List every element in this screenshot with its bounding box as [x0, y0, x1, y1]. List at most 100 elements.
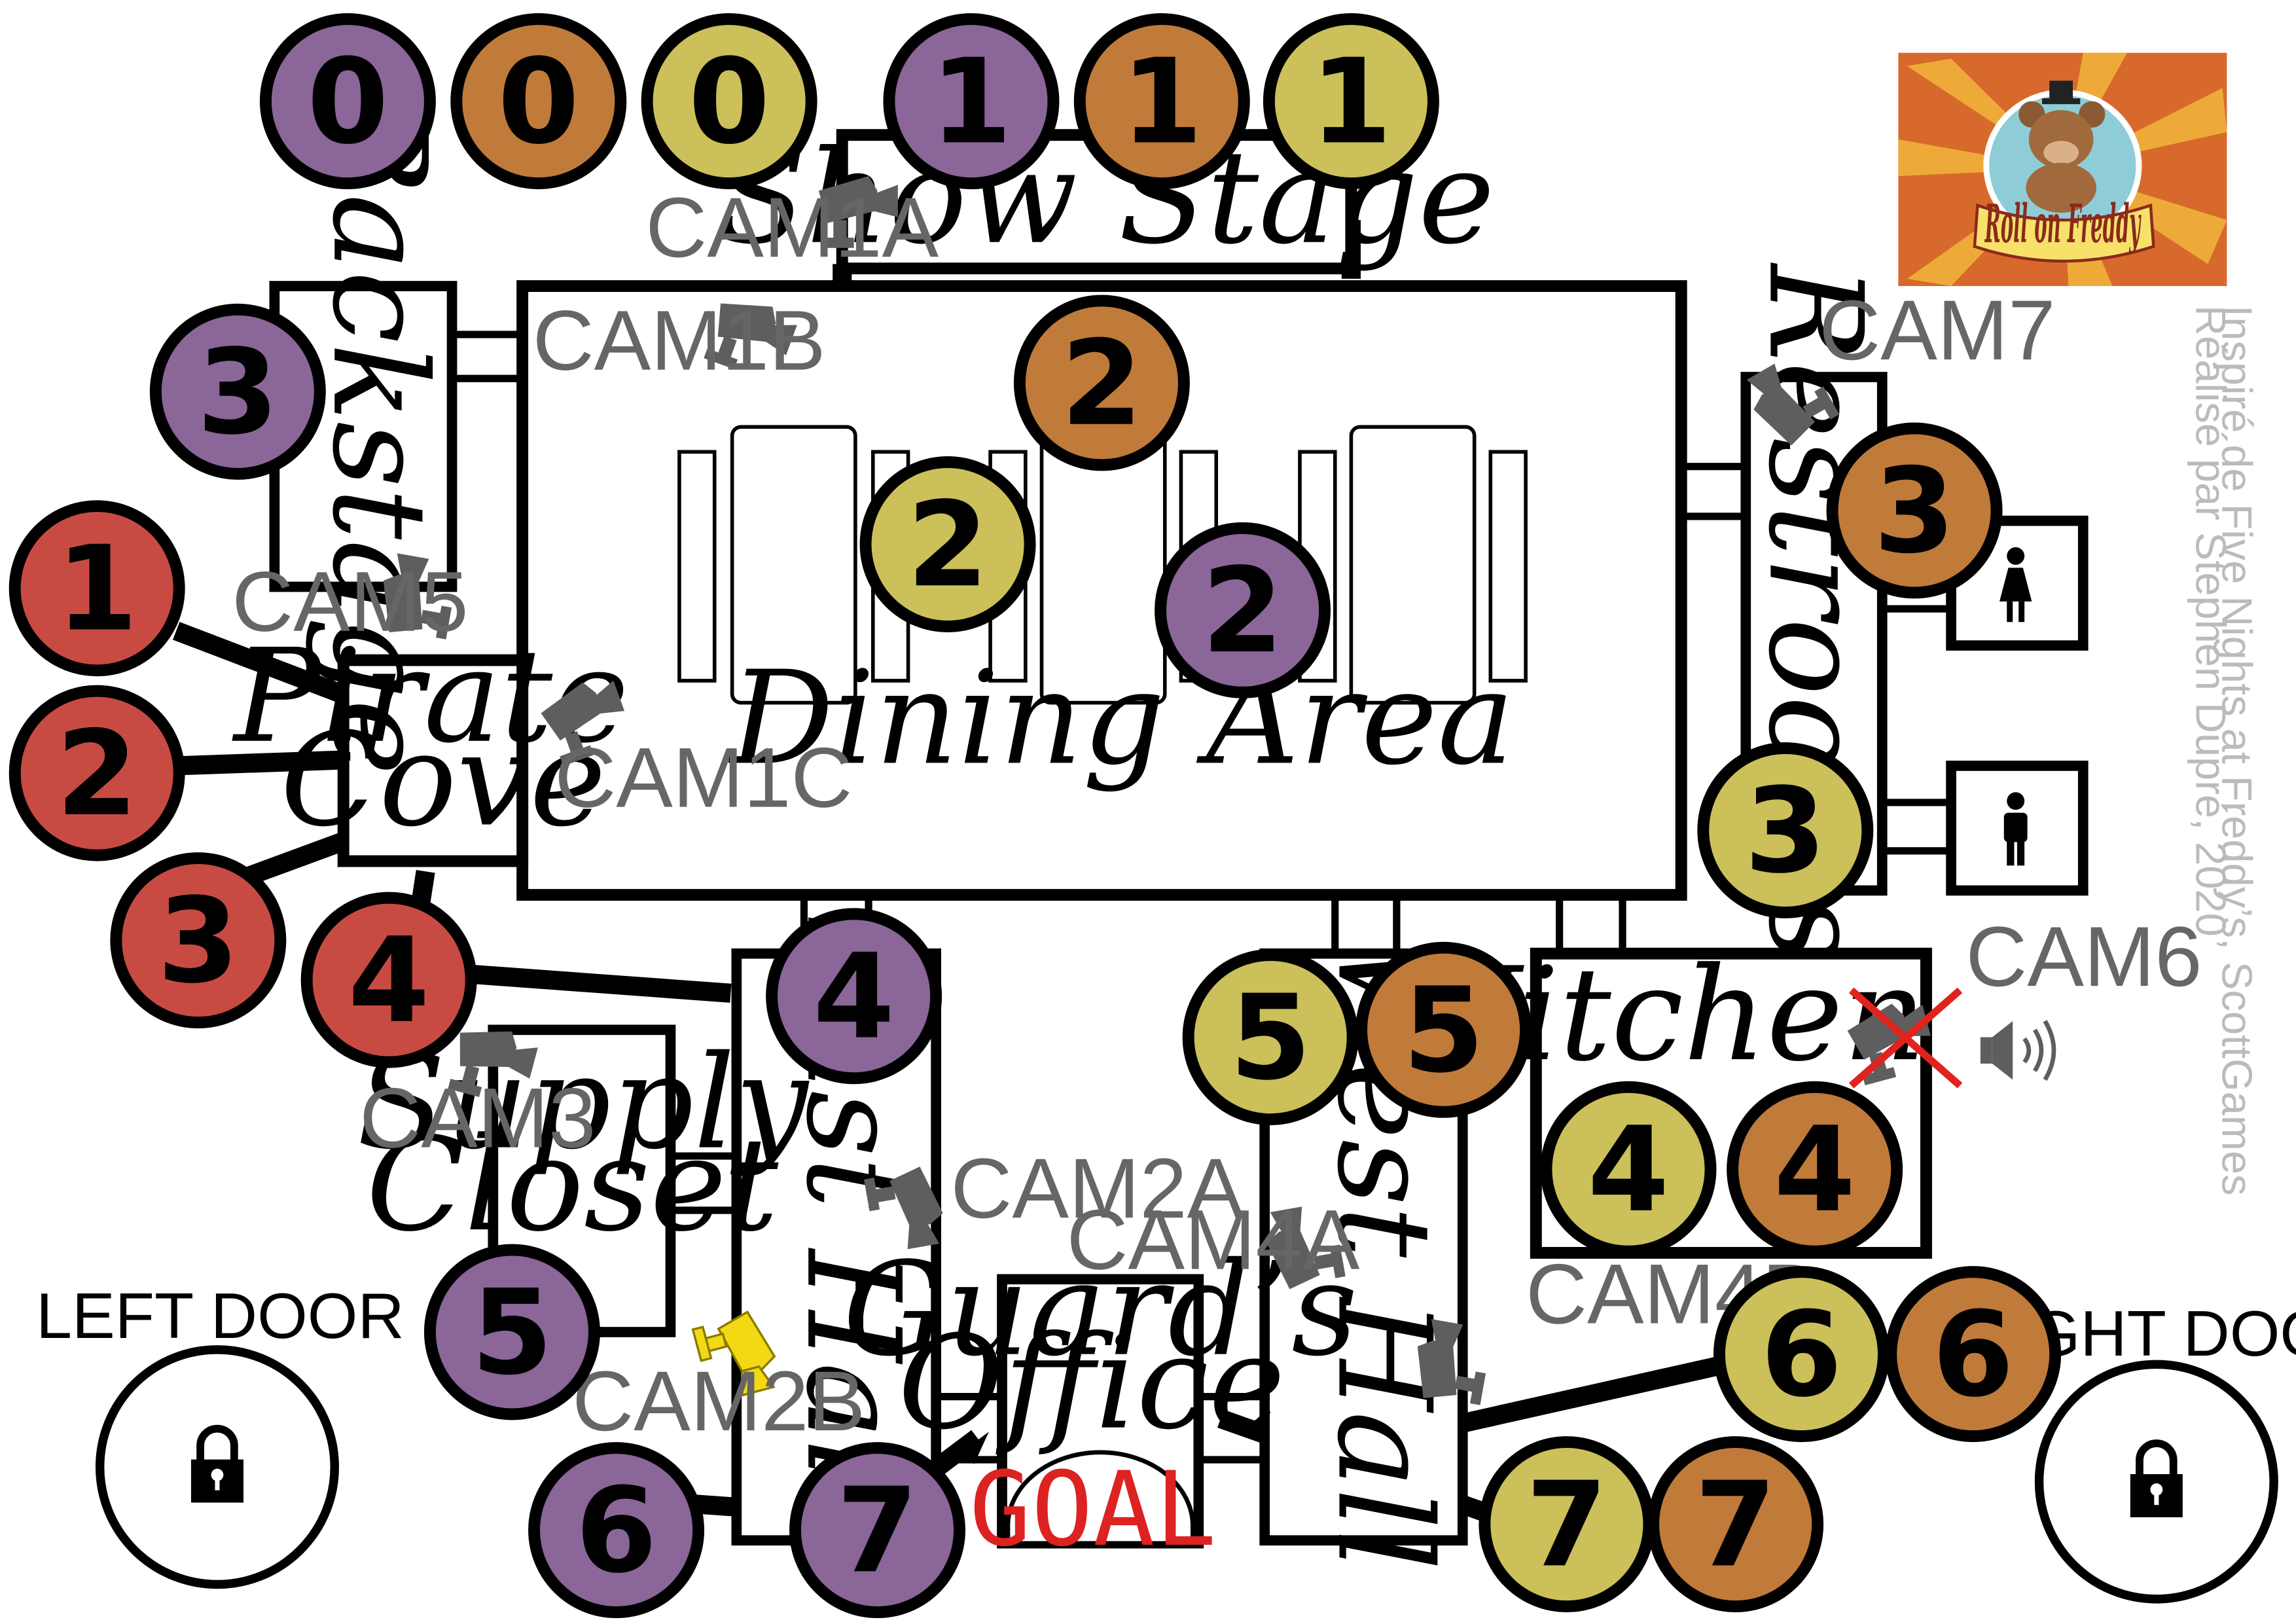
- cam3-label[interactable]: CAM3: [359, 1070, 596, 1166]
- token-purple-0[interactable]: 0: [259, 13, 436, 190]
- svg-text:6: 6: [1761, 1287, 1842, 1423]
- svg-text:1: 1: [931, 34, 1013, 170]
- token-yellow-2[interactable]: 2: [859, 456, 1036, 632]
- speaker-icon: [1980, 1020, 2056, 1081]
- cam5-label[interactable]: CAM5: [232, 554, 468, 649]
- cross-out-icon: [1848, 987, 1963, 1089]
- token-red-3[interactable]: 3: [110, 852, 287, 1029]
- dining-area-label: Dining Area: [728, 643, 1515, 793]
- security-camera-icon[interactable]: [691, 1308, 781, 1403]
- supply-closet-label-line2: Closet: [366, 1110, 779, 1260]
- token-yellow-5[interactable]: 5: [1182, 949, 1359, 1125]
- path-foxy4-easthall: [469, 964, 732, 1003]
- dining-bench: [677, 450, 717, 683]
- svg-text:2: 2: [1202, 543, 1283, 679]
- cam1a-label[interactable]: CAM1A: [645, 179, 939, 275]
- svg-text:7: 7: [836, 1463, 918, 1599]
- token-purple-6[interactable]: 6: [528, 1442, 705, 1619]
- token-orange-6[interactable]: 6: [1885, 1266, 2062, 1443]
- svg-text:3: 3: [1874, 444, 1956, 580]
- credit-line-2: Réalisé par Stephen Dupré, 2020: [2187, 305, 2234, 937]
- token-yellow-3[interactable]: 3: [1697, 742, 1874, 918]
- svg-text:4: 4: [813, 929, 895, 1066]
- room-labels: Show Stage Dining Area Backstage Pirate …: [232, 97, 1926, 1570]
- svg-text:0: 0: [497, 34, 579, 170]
- token-orange-3[interactable]: 3: [1826, 422, 2003, 599]
- left-door[interactable]: LEFT DOOR: [36, 1280, 404, 1589]
- token-orange-4[interactable]: 4: [1727, 1081, 1903, 1257]
- cam2a-label[interactable]: CAM2A: [951, 1140, 1244, 1236]
- cam7-label[interactable]: CAM7: [1819, 282, 2055, 378]
- token-purple-4[interactable]: 4: [766, 908, 942, 1085]
- backstage-label: Backstage: [304, 97, 454, 775]
- token-purple-5[interactable]: 5: [423, 1244, 600, 1420]
- svg-text:2: 2: [56, 706, 138, 842]
- cam6-label[interactable]: CAM6: [1965, 909, 2202, 1004]
- token-orange-1[interactable]: 1: [1073, 13, 1250, 190]
- svg-text:2: 2: [1061, 316, 1143, 452]
- room-pirate-cove[interactable]: [337, 654, 529, 867]
- pirate-cove-label-line1: Pirate: [232, 621, 629, 772]
- token-red-2[interactable]: 2: [9, 685, 185, 861]
- token-yellow-4[interactable]: 4: [1540, 1081, 1717, 1257]
- guards-office-label-line1: Guard’s: [843, 1235, 1358, 1385]
- svg-text:6: 6: [1932, 1287, 2014, 1423]
- svg-text:0: 0: [307, 34, 389, 170]
- token-yellow-1[interactable]: 1: [1263, 13, 1439, 190]
- cameras: CAM1A CAM1B CAM1C CAM5 CAM7 CAM6 CAM3 CA…: [232, 175, 2202, 1449]
- cam2b-label[interactable]: CAM2B: [572, 1353, 865, 1449]
- svg-text:1: 1: [1310, 34, 1392, 170]
- credit-line-1: Inspiré de Five Nights at Freddy’s, Scot…: [2214, 305, 2261, 1195]
- logo-text: Roll on Freddy: [1984, 193, 2142, 255]
- svg-text:5: 5: [1403, 963, 1484, 1099]
- svg-text:6: 6: [575, 1463, 657, 1599]
- svg-text:7: 7: [1526, 1457, 1607, 1593]
- svg-text:1: 1: [1121, 34, 1203, 170]
- svg-text:4: 4: [1774, 1102, 1856, 1238]
- path-foxy3-cove: [246, 830, 353, 885]
- svg-text:3: 3: [157, 873, 239, 1009]
- dining-bench: [1488, 450, 1528, 683]
- token-yellow-0[interactable]: 0: [641, 13, 817, 190]
- roll-on-freddy-logo: Roll on Freddy: [1898, 52, 2227, 287]
- svg-text:2: 2: [907, 477, 989, 613]
- arrow-into-office: [961, 1432, 989, 1464]
- dining-table: [730, 425, 857, 705]
- svg-text:3: 3: [1744, 763, 1826, 899]
- svg-text:1: 1: [56, 521, 138, 657]
- token-red-4[interactable]: 4: [300, 892, 477, 1068]
- room-mens-restroom[interactable]: [1946, 761, 2089, 896]
- token-orange-2[interactable]: 2: [1013, 295, 1190, 471]
- svg-text:3: 3: [197, 325, 279, 461]
- token-purple-1[interactable]: 1: [883, 13, 1060, 190]
- token-orange-0[interactable]: 0: [450, 13, 627, 190]
- man-restroom-icon: [2003, 792, 2028, 866]
- goal-zone[interactable]: [1005, 1450, 1195, 1546]
- cam1c-label[interactable]: CAM1C: [554, 730, 852, 825]
- cam1b-label[interactable]: CAM1B: [533, 293, 826, 388]
- token-orange-7[interactable]: 7: [1647, 1436, 1824, 1613]
- freddy-bear-icon: [2018, 81, 2106, 213]
- dining-tables: [677, 425, 1528, 705]
- dining-table: [1349, 425, 1477, 705]
- path-foxy2-cove: [175, 750, 346, 776]
- token-orange-5[interactable]: 5: [1355, 941, 1532, 1118]
- token-yellow-7[interactable]: 7: [1479, 1436, 1655, 1613]
- token-purple-3[interactable]: 3: [149, 303, 326, 480]
- svg-text:4: 4: [348, 913, 430, 1049]
- path-foxy1-cove: [173, 622, 353, 706]
- logo-banner: [1973, 203, 2155, 263]
- token-yellow-6[interactable]: 6: [1713, 1266, 1890, 1443]
- woman-restroom-icon: [2000, 547, 2032, 623]
- svg-text:5: 5: [471, 1265, 553, 1401]
- svg-text:4: 4: [1588, 1102, 1670, 1238]
- svg-text:7: 7: [1695, 1457, 1776, 1593]
- token-purple-7[interactable]: 7: [789, 1442, 965, 1619]
- svg-text:0: 0: [689, 34, 770, 170]
- pirate-cove-label-line2: Cove: [280, 705, 606, 856]
- svg-text:5: 5: [1230, 970, 1312, 1106]
- cam4a-label[interactable]: CAM4A: [1067, 1192, 1360, 1288]
- token-purple-2[interactable]: 2: [1155, 522, 1331, 698]
- token-red-1[interactable]: 1: [9, 500, 185, 677]
